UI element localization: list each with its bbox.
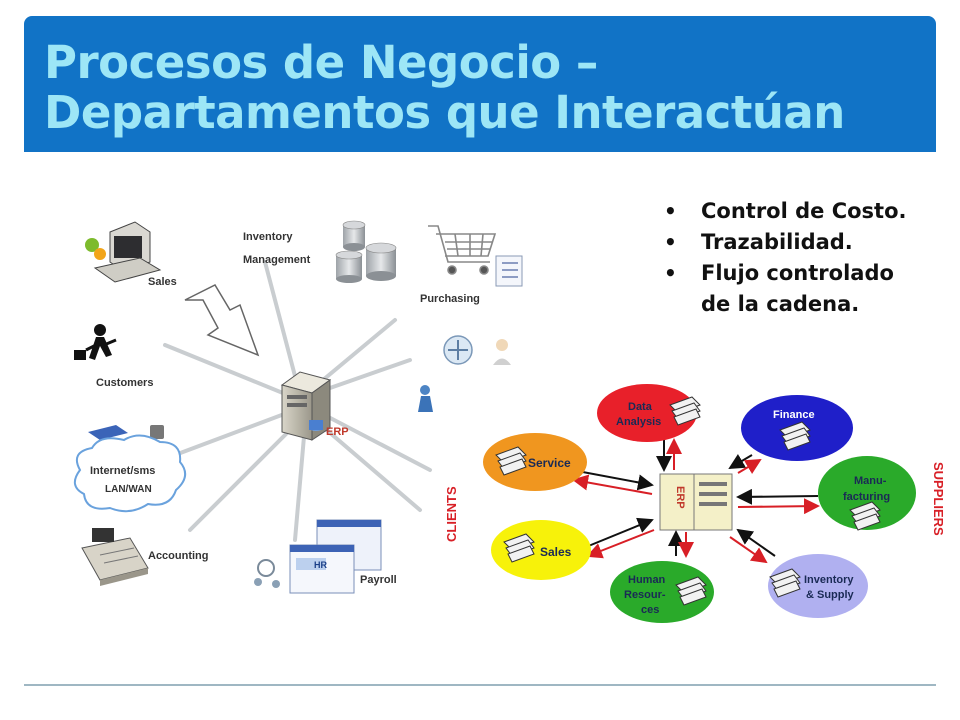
left-erp-hub-diagram: ERP Sales Inventory Management xyxy=(73,220,523,594)
node-label-internet: Internet/sms xyxy=(90,465,155,477)
erp-label: ERP xyxy=(326,426,349,438)
bullet-list: Control de Costo. Trazabilidad. Flujo co… xyxy=(664,196,954,320)
payroll-windows-icon xyxy=(254,519,382,594)
title-bar: Procesos de Negocio – Departamentos que … xyxy=(24,16,936,152)
manufacturing-node xyxy=(818,456,916,530)
running-man-icon xyxy=(74,324,117,360)
manufacturing-label-2: facturing xyxy=(843,491,890,503)
footer-divider xyxy=(24,684,936,686)
node-label-purchasing: Purchasing xyxy=(420,293,480,305)
internet-cloud-icon xyxy=(73,434,187,513)
right-erp-cycle-diagram: CLIENTS SUPPLIERS xyxy=(440,380,960,640)
slide-title: Procesos de Negocio – Departamentos que … xyxy=(44,38,924,138)
erp-center-label: ERP xyxy=(674,486,686,509)
manufacturing-label-1: Manu- xyxy=(854,475,887,487)
bullet-item: Control de Costo. xyxy=(664,196,954,227)
clients-side-label: CLIENTS xyxy=(444,486,459,542)
suppliers-side-label: SUPPLIERS xyxy=(931,462,946,536)
sales-computer-icon xyxy=(85,221,162,283)
node-label-lanwan: LAN/WAN xyxy=(105,484,152,495)
router-icon xyxy=(88,425,164,440)
bullet-item: Flujo controlado de la cadena. xyxy=(664,258,924,320)
data-analysis-node xyxy=(597,384,697,442)
hr-label-3: ces xyxy=(641,604,659,616)
human-resources-node xyxy=(610,561,714,623)
title-line-1: Procesos de Negocio – xyxy=(44,36,598,89)
hr-label-1: Human xyxy=(628,574,666,586)
document-stack-icons xyxy=(495,396,881,606)
node-label-payroll: Payroll xyxy=(360,574,397,586)
node-label-customers: Customers xyxy=(96,377,153,389)
checklist-icon xyxy=(495,255,523,287)
sales-node xyxy=(491,520,591,580)
bullet-item: Trazabilidad. xyxy=(664,227,954,258)
node-label-accounting: Accounting xyxy=(148,550,209,562)
finance-label: Finance xyxy=(773,409,815,421)
inventory-label-2: & Supply xyxy=(806,589,855,601)
service-label: Service xyxy=(528,456,571,470)
node-label-management: Management xyxy=(243,254,311,266)
title-line-2: Departamentos que Interactúan xyxy=(44,86,845,139)
shopping-cart-icon xyxy=(428,225,497,275)
calculator-icon xyxy=(81,528,149,586)
service-node xyxy=(483,433,587,491)
data-label-1: Data xyxy=(628,401,653,413)
inventory-label-1: Inventory xyxy=(804,574,854,586)
person-icon xyxy=(418,385,433,412)
erp-document-icon xyxy=(659,473,733,531)
flow-arrow-outline xyxy=(184,284,260,357)
flow-arrows xyxy=(571,438,820,564)
node-label-sales: Sales xyxy=(148,276,177,288)
hr-window-label: HR xyxy=(314,560,327,570)
hub-spokes xyxy=(163,260,432,542)
node-label-inventory: Inventory xyxy=(243,231,293,243)
data-label-2: Analysis xyxy=(616,416,661,428)
sales-label: Sales xyxy=(540,545,572,559)
database-icon xyxy=(335,220,397,283)
erp-server-icon xyxy=(280,371,332,441)
network-hub-icon xyxy=(443,335,511,365)
hr-label-2: Resour- xyxy=(624,589,666,601)
